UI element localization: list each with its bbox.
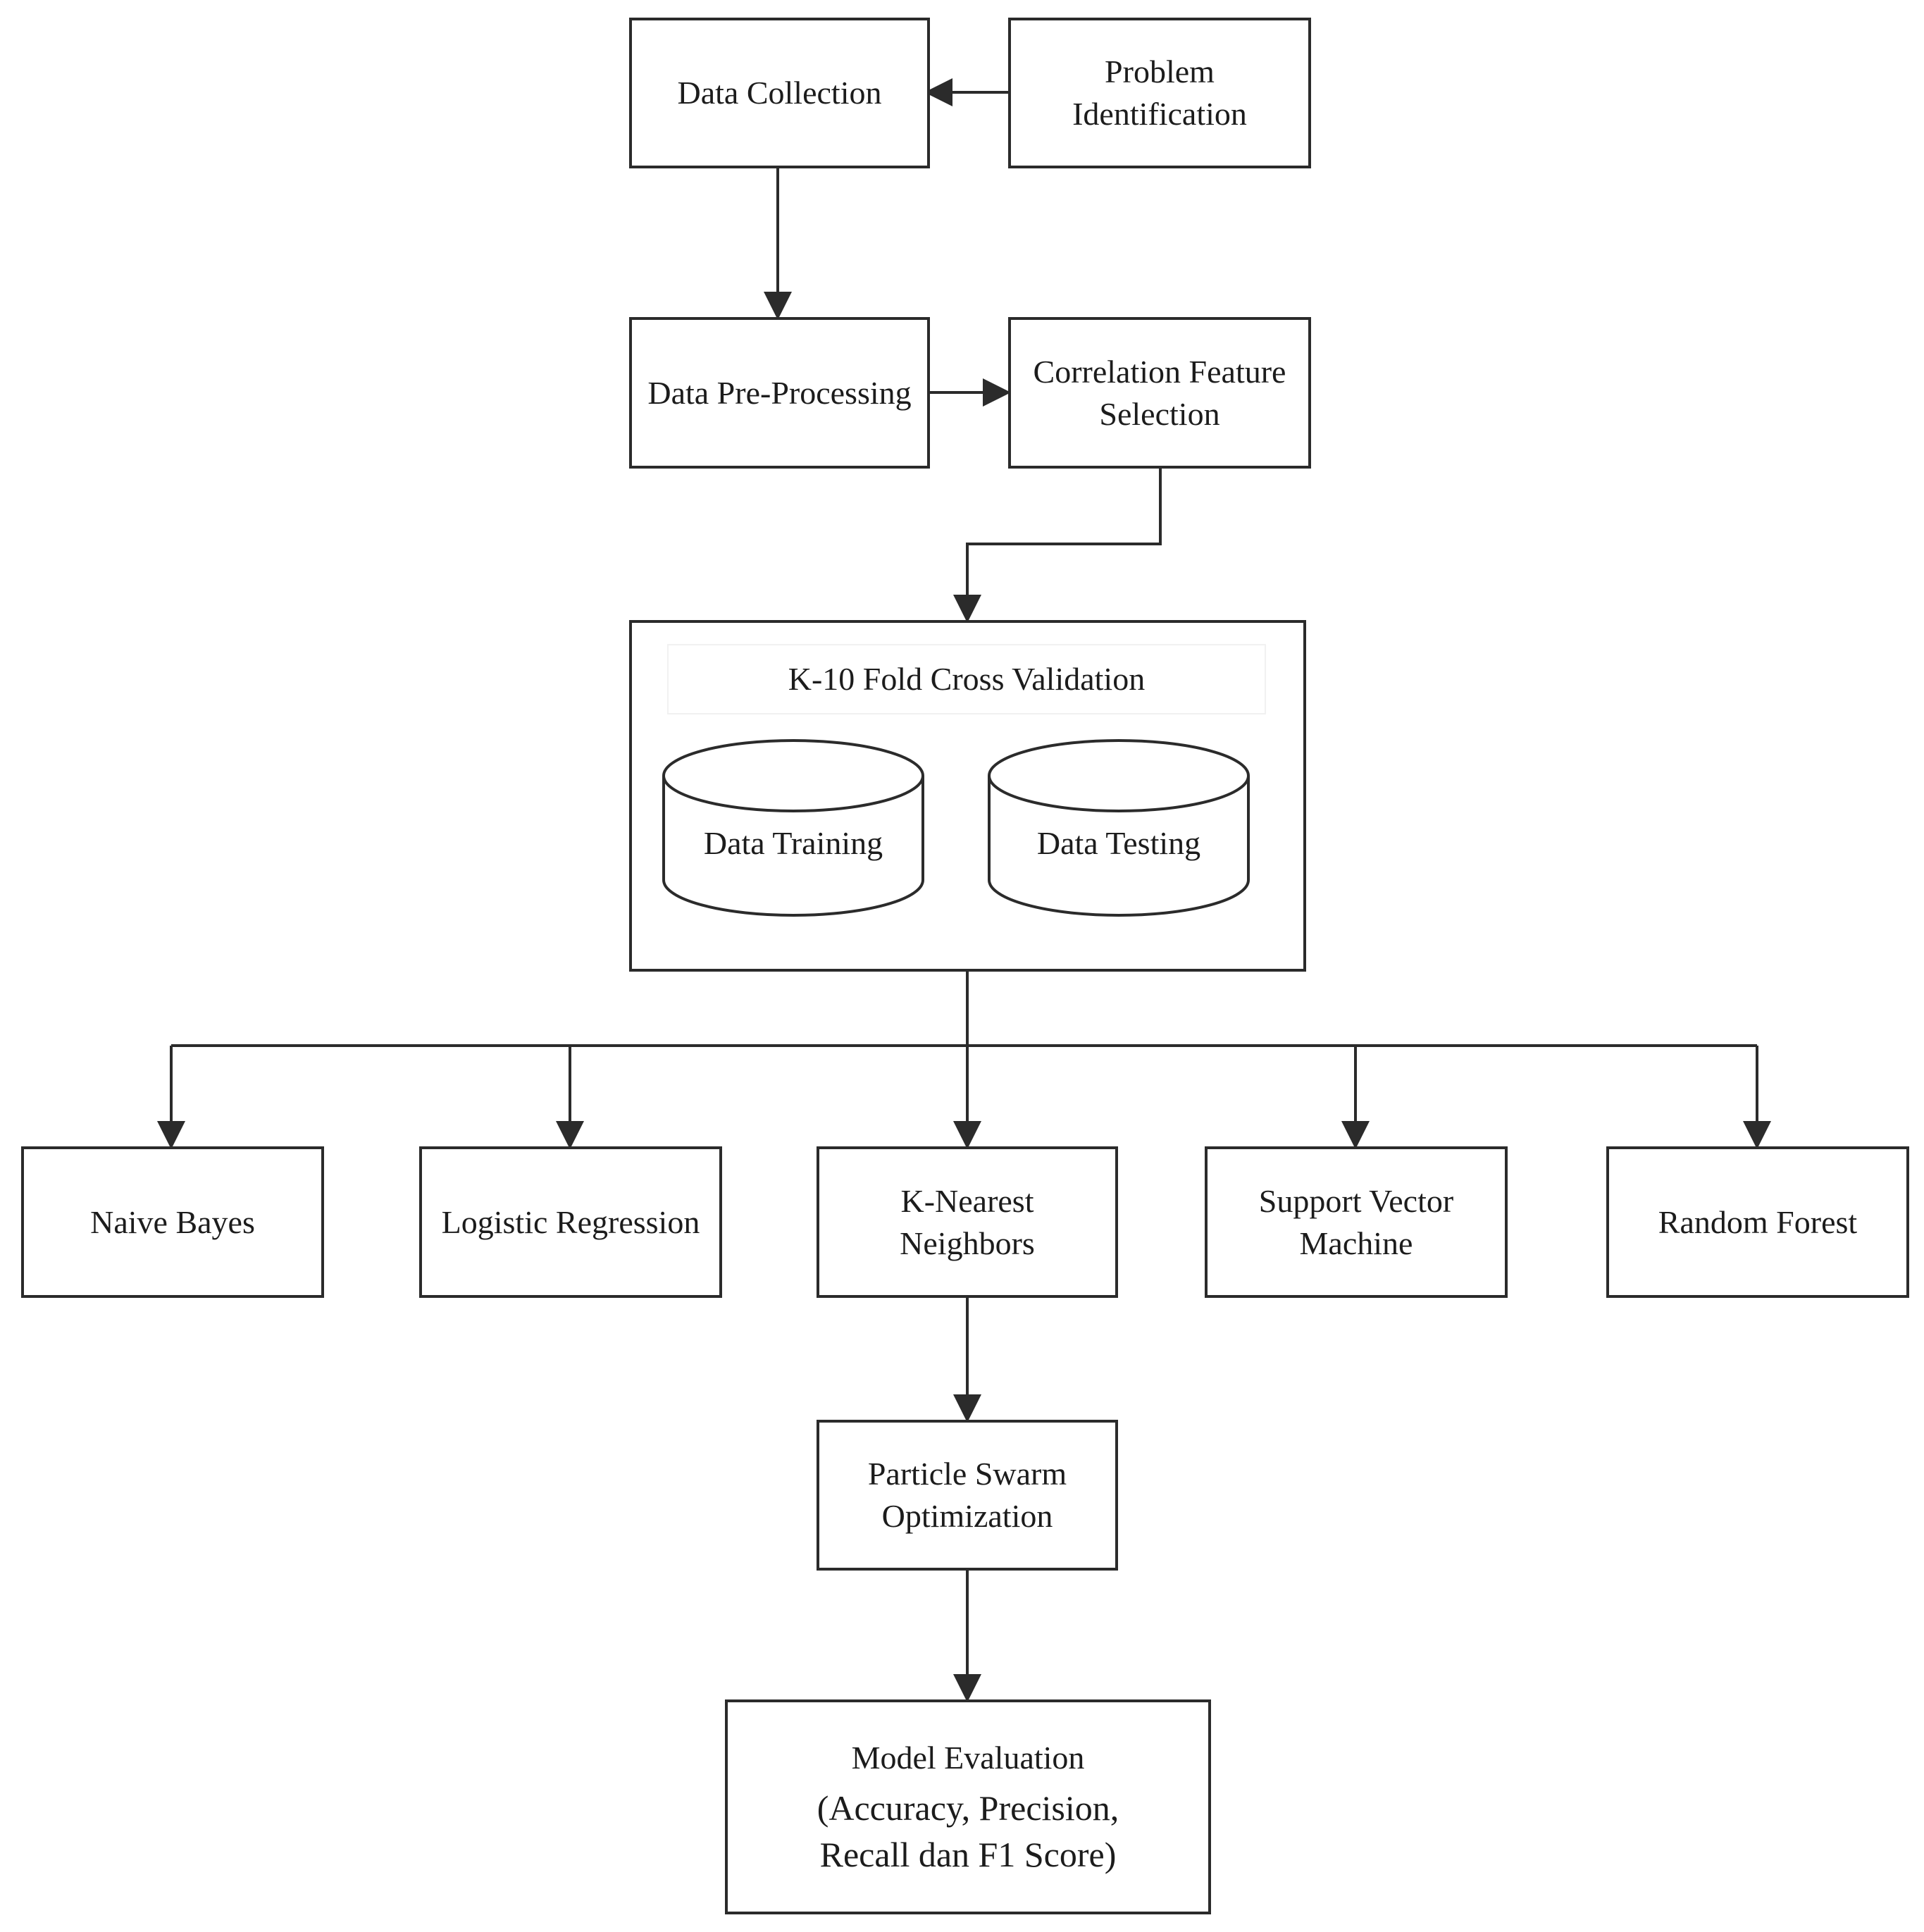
node-support-vector-machine: Support Vector Machine bbox=[1205, 1146, 1508, 1298]
kfold-title-box: K-10 Fold Cross Validation bbox=[667, 644, 1266, 714]
node-particle-swarm-optimization: Particle Swarm Optimization bbox=[817, 1420, 1118, 1571]
node-label: K-Nearest Neighbors bbox=[900, 1182, 1035, 1261]
node-logistic-regression: Logistic Regression bbox=[419, 1146, 722, 1298]
node-k-nearest-neighbors: K-Nearest Neighbors bbox=[817, 1146, 1118, 1298]
node-label: Particle Swarm Optimization bbox=[867, 1456, 1067, 1534]
node-label: Support Vector Machine bbox=[1258, 1182, 1454, 1261]
node-label: Data Pre-Processing bbox=[647, 374, 912, 411]
node-problem-identification: Problem Identification bbox=[1008, 18, 1311, 168]
node-label: Logistic Regression bbox=[441, 1203, 700, 1240]
node-label: Correlation Feature Selection bbox=[1033, 353, 1286, 432]
node-model-evaluation: Model Evaluation (Accuracy, Precision, R… bbox=[725, 1699, 1211, 1914]
node-data-collection: Data Collection bbox=[629, 18, 930, 168]
kfold-title: K-10 Fold Cross Validation bbox=[788, 661, 1146, 697]
node-label: Naive Bayes bbox=[90, 1203, 255, 1240]
data-training-cylinder: Data Training bbox=[661, 738, 926, 918]
node-naive-bayes: Naive Bayes bbox=[21, 1146, 324, 1298]
node-label: Data Collection bbox=[677, 75, 882, 111]
database-icon bbox=[988, 739, 1250, 917]
arrow-correlation-feature-selection-to-kfold bbox=[953, 469, 1162, 623]
node-random-forest: Random Forest bbox=[1606, 1146, 1909, 1298]
model-evaluation-title: Model Evaluation bbox=[851, 1739, 1085, 1776]
node-label: Problem Identification bbox=[1072, 54, 1247, 132]
data-training-label: Data Training bbox=[703, 825, 883, 861]
node-kfold-cross-validation: K-10 Fold Cross Validation Data Training… bbox=[629, 620, 1306, 972]
node-label: Random Forest bbox=[1658, 1203, 1858, 1240]
data-testing-label: Data Testing bbox=[1036, 825, 1201, 861]
node-data-preprocessing: Data Pre-Processing bbox=[629, 317, 930, 469]
data-testing-cylinder: Data Testing bbox=[986, 738, 1251, 918]
database-icon bbox=[662, 739, 924, 917]
model-evaluation-metrics: (Accuracy, Precision, Recall dan F1 Scor… bbox=[817, 1788, 1119, 1874]
node-correlation-feature-selection: Correlation Feature Selection bbox=[1008, 317, 1311, 469]
